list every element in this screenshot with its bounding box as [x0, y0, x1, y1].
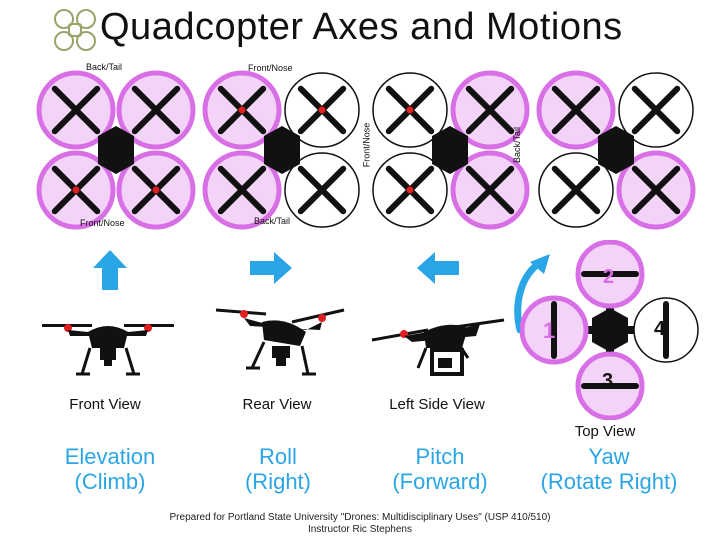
- rotor-2: [618, 72, 694, 148]
- motion-subtitle: (Right): [244, 469, 311, 494]
- footer: Prepared for Portland State University "…: [0, 512, 720, 536]
- yaw-rotor-4: [633, 297, 699, 363]
- front-nose-label: Front/Nose: [80, 218, 125, 228]
- yaw-body: [592, 308, 628, 352]
- motion-yaw: Yaw (Rotate Right): [524, 444, 694, 494]
- rotor-4: [116, 150, 196, 230]
- motion-title: Pitch: [415, 444, 465, 469]
- yaw-rotor-1: [520, 295, 589, 365]
- rotor-4: [450, 150, 530, 230]
- rotor-number-1: 1: [543, 318, 556, 343]
- rotor-1: [36, 70, 116, 150]
- curved-arrow-icon: [514, 254, 550, 334]
- yaw-rotor-3: [575, 351, 645, 420]
- motion-title: Elevation: [64, 444, 156, 469]
- front-nose-label: Front/Nose: [248, 63, 293, 73]
- page-title: Quadcopter Axes and Motions: [100, 6, 623, 48]
- rotor-number-3: 3: [602, 370, 614, 392]
- quad-diagram-pitch: [372, 70, 530, 230]
- yaw-top-view-diagram: [520, 240, 699, 420]
- right-arrow-icon: [250, 252, 292, 284]
- rotor-3: [36, 150, 116, 230]
- motion-roll: Roll (Right): [208, 444, 348, 494]
- quad-body: [98, 126, 134, 174]
- yaw-rotor-2: [575, 240, 645, 309]
- quad-body: [264, 126, 300, 174]
- rotor-4: [284, 152, 360, 228]
- front-nose-label: Front/Nose: [361, 122, 372, 168]
- view-label-left-side: Left Side View: [389, 396, 485, 413]
- footer-credit: Prepared for Portland State University "…: [169, 512, 551, 523]
- rotor-4: [616, 150, 696, 230]
- rotor-3: [538, 152, 614, 228]
- rotor-number-4: 4: [654, 318, 666, 340]
- motion-subtitle: (Climb): [74, 469, 146, 494]
- quadcopter-logo-icon: [54, 9, 96, 51]
- quad-diagram-elevation: [36, 70, 196, 230]
- rotor-1: [202, 70, 282, 150]
- view-label-front: Front View: [69, 396, 141, 413]
- motion-title: Yaw: [588, 444, 630, 469]
- rotor-2: [116, 70, 196, 150]
- motion-elevation: Elevation (Climb): [40, 444, 180, 494]
- quad-body: [432, 126, 468, 174]
- rotor-1: [536, 70, 616, 150]
- motion-subtitle: (Rotate Right): [540, 469, 678, 494]
- drone-rear-view: [215, 308, 345, 376]
- quad-body: [598, 126, 634, 174]
- back-tail-label: Back/Tail: [254, 216, 291, 226]
- drone-front-view: [42, 324, 174, 376]
- motion-subtitle: (Forward): [392, 469, 488, 494]
- quad-diagram-roll: [202, 70, 360, 230]
- view-label-top: Top View: [574, 423, 636, 440]
- motion-pitch: Pitch (Forward): [370, 444, 510, 494]
- back-tail-label: Back/Tail: [512, 126, 523, 164]
- motion-title: Roll: [259, 444, 297, 469]
- rotor-2: [450, 70, 530, 150]
- left-arrow-icon: [417, 252, 459, 284]
- view-label-rear: Rear View: [242, 396, 312, 413]
- rotor-2: [284, 72, 360, 148]
- rotor-3: [372, 152, 448, 228]
- rotor-3: [202, 150, 282, 230]
- rotor-1: [372, 72, 448, 148]
- drone-left-side-view: [371, 318, 505, 376]
- rotor-number-2: 2: [603, 266, 615, 288]
- footer-instructor: Instructor Ric Stephens: [308, 524, 412, 535]
- up-arrow-icon: [93, 250, 127, 290]
- back-tail-label: Back/Tail: [86, 62, 123, 72]
- quad-diagram-yaw: [536, 70, 696, 230]
